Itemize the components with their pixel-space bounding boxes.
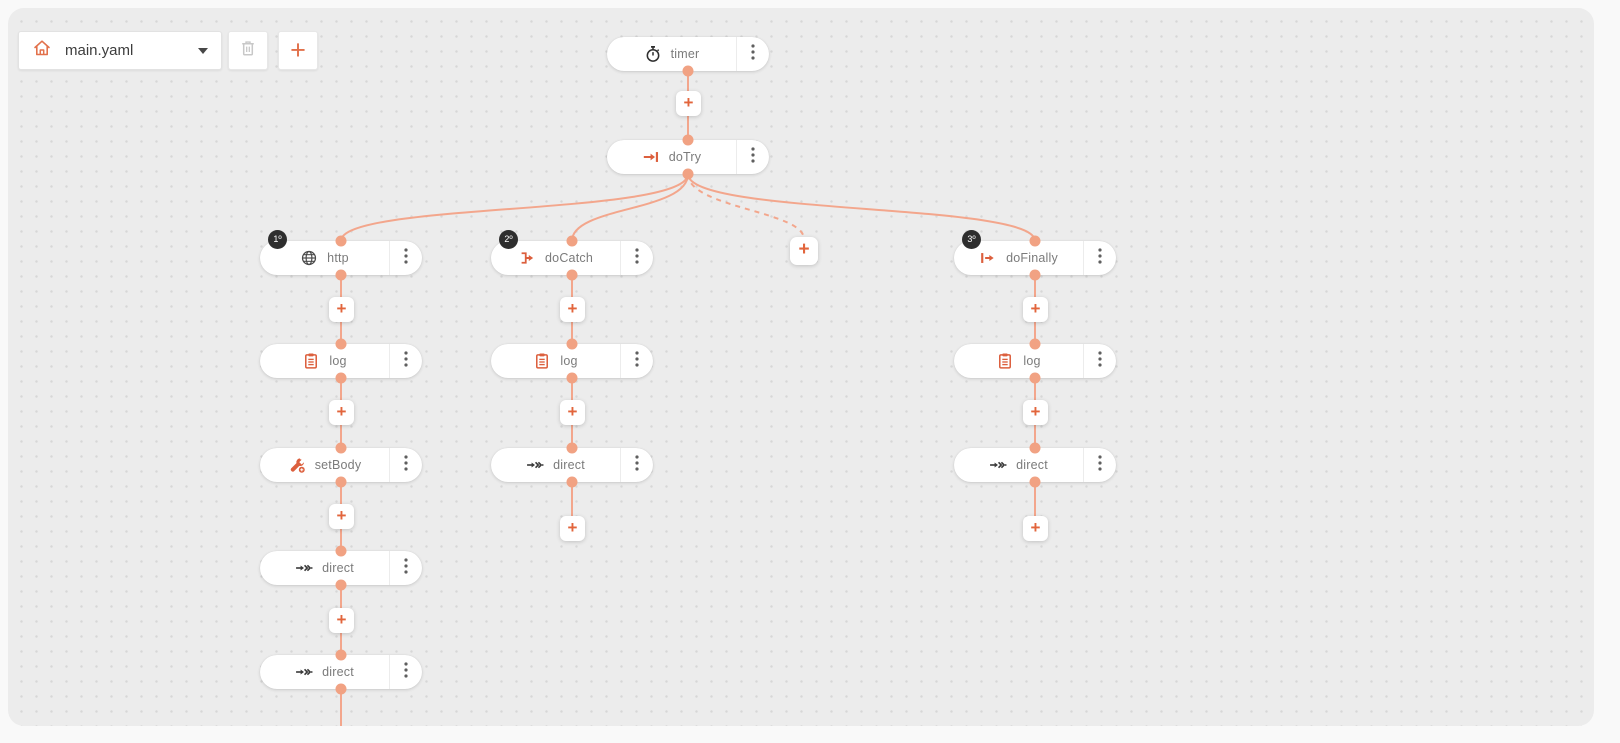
direct-icon <box>295 663 313 681</box>
step-node-dofinally[interactable]: 3º doFinally <box>954 230 1116 275</box>
kebab-menu-icon <box>404 454 408 476</box>
add-step-button[interactable]: + <box>1023 400 1048 425</box>
add-step-button[interactable]: + <box>560 516 585 541</box>
node-label: direct <box>553 458 585 472</box>
node-label: log <box>560 354 578 368</box>
node-label: direct <box>1016 458 1048 472</box>
step-node-log-1[interactable]: log <box>260 344 422 378</box>
add-step-button[interactable]: + <box>560 400 585 425</box>
add-step-button[interactable]: + <box>1023 516 1048 541</box>
step-node-docatch[interactable]: 2º doCatch <box>491 230 653 275</box>
log-icon <box>302 352 320 370</box>
node-label: setBody <box>314 458 362 472</box>
kebab-menu-icon <box>404 247 408 269</box>
kebab-menu-icon <box>1098 247 1102 269</box>
branch-order-badge: 2º <box>499 230 518 249</box>
kebab-menu-icon <box>1098 454 1102 476</box>
step-menu-button[interactable] <box>389 655 422 689</box>
node-label: doCatch <box>545 251 593 265</box>
direct-icon <box>526 456 544 474</box>
kebab-menu-icon <box>404 661 408 683</box>
direct-icon <box>989 456 1007 474</box>
step-menu-button[interactable] <box>1083 344 1116 378</box>
selected-file-name: main.yaml <box>65 42 134 59</box>
kebab-menu-icon <box>751 43 755 65</box>
timer-icon <box>644 45 662 63</box>
add-step-button[interactable]: + <box>329 504 354 529</box>
step-node-direct-3[interactable]: direct <box>260 551 422 585</box>
connection-dots <box>335 65 1041 695</box>
node-label: http <box>327 251 349 265</box>
step-menu-button[interactable] <box>389 551 422 585</box>
node-label: log <box>1023 354 1041 368</box>
log-icon <box>533 352 551 370</box>
designer-toolbar: main.yaml + <box>18 31 318 70</box>
chevron-down-icon <box>198 47 208 54</box>
step-node-dotry[interactable]: doTry <box>607 140 769 174</box>
add-step-button[interactable]: + <box>676 91 701 116</box>
add-branch-button[interactable]: + <box>790 237 818 265</box>
direct-icon <box>295 559 313 577</box>
home-icon <box>32 38 52 63</box>
node-label: timer <box>670 47 700 61</box>
node-label: log <box>329 354 347 368</box>
set-body-icon <box>288 456 306 474</box>
step-menu-button[interactable] <box>736 37 769 71</box>
add-route-button[interactable]: + <box>278 31 318 70</box>
add-step-button[interactable]: + <box>329 400 354 425</box>
step-node-http[interactable]: 1º http <box>260 230 422 275</box>
connection-lines <box>340 71 1036 726</box>
kebab-menu-icon <box>751 146 755 168</box>
step-menu-button[interactable] <box>620 344 653 378</box>
step-node-log-3[interactable]: log <box>954 344 1116 378</box>
step-node-log-2[interactable]: log <box>491 344 653 378</box>
add-step-button[interactable]: + <box>329 608 354 633</box>
step-menu-button[interactable] <box>389 448 422 482</box>
step-node-direct-1[interactable]: direct <box>491 448 653 482</box>
flow-canvas[interactable]: timer doTry 1º <box>8 8 1594 726</box>
do-try-icon <box>642 148 660 166</box>
step-node-direct-4[interactable]: direct <box>260 655 422 689</box>
globe-icon <box>300 249 318 267</box>
kebab-menu-icon <box>404 557 408 579</box>
step-menu-button[interactable] <box>736 140 769 174</box>
branch-order-badge: 1º <box>268 230 287 249</box>
trash-icon <box>238 38 258 63</box>
kebab-menu-icon <box>1098 350 1102 372</box>
step-node-setbody[interactable]: setBody <box>260 448 422 482</box>
plus-icon: + <box>290 35 306 65</box>
kebab-menu-icon <box>635 247 639 269</box>
log-icon <box>996 352 1014 370</box>
step-menu-button[interactable] <box>1083 241 1116 275</box>
kebab-menu-icon <box>635 350 639 372</box>
step-menu-button[interactable] <box>389 241 422 275</box>
node-label: doFinally <box>1006 251 1058 265</box>
add-step-button[interactable]: + <box>1023 297 1048 322</box>
step-menu-button[interactable] <box>389 344 422 378</box>
step-menu-button[interactable] <box>1083 448 1116 482</box>
step-node-timer[interactable]: timer <box>607 37 769 71</box>
add-step-button[interactable]: + <box>329 297 354 322</box>
do-catch-icon <box>518 249 536 267</box>
file-select[interactable]: main.yaml <box>18 31 222 70</box>
node-label: direct <box>322 561 354 575</box>
branch-order-badge: 3º <box>962 230 981 249</box>
step-node-direct-2[interactable]: direct <box>954 448 1116 482</box>
do-finally-icon <box>979 249 997 267</box>
kebab-menu-icon <box>635 454 639 476</box>
node-label: direct <box>322 665 354 679</box>
step-menu-button[interactable] <box>620 448 653 482</box>
delete-route-button[interactable] <box>228 31 268 70</box>
add-step-button[interactable]: + <box>560 297 585 322</box>
step-menu-button[interactable] <box>620 241 653 275</box>
kebab-menu-icon <box>404 350 408 372</box>
node-label: doTry <box>668 150 702 164</box>
